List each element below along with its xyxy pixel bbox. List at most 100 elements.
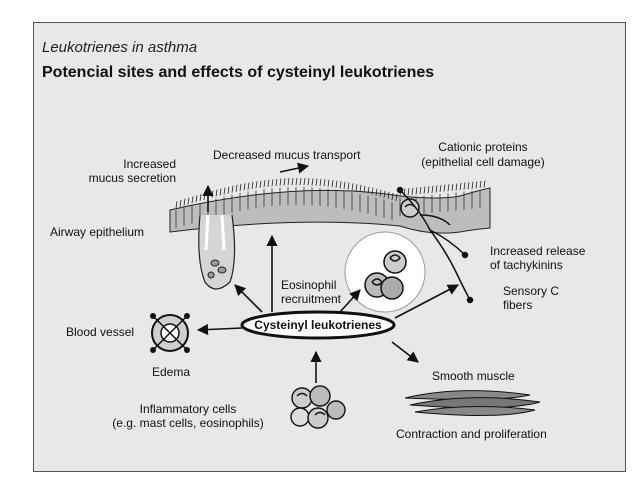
cilium (375, 188, 378, 196)
arrow-gland (234, 284, 263, 313)
cilium (251, 181, 254, 189)
cilium (183, 198, 186, 206)
arrow-eosinophil (339, 289, 361, 313)
cilium (335, 180, 338, 188)
label-increased-release: Increased release (490, 244, 586, 258)
cilium (247, 182, 250, 190)
arrow-smooth-muscle (391, 341, 419, 363)
cilium (391, 192, 394, 201)
cilium (339, 181, 342, 189)
cilium (447, 184, 450, 192)
cilium (319, 178, 322, 186)
cilium (267, 179, 270, 187)
cilium (263, 180, 266, 188)
cilium (423, 186, 426, 194)
cilium (439, 184, 442, 193)
cilium (331, 180, 334, 188)
slide-title: Potencial sites and effects of cysteinyl… (42, 64, 435, 81)
cilium (379, 189, 382, 197)
cilium (215, 189, 218, 197)
cilium (295, 177, 298, 186)
label-sensory-c: Sensory C (503, 284, 560, 298)
cilium (483, 180, 486, 188)
label-cationic-proteins: Cationic proteins (438, 140, 528, 154)
cilium (211, 190, 214, 198)
inflammatory-cells (290, 385, 346, 429)
smooth-muscle (404, 390, 541, 417)
cilium (347, 182, 350, 190)
cilium (435, 185, 438, 193)
cilium (307, 178, 310, 186)
cilium (287, 178, 290, 186)
label-epithelial-damage: (epithelial cell damage) (421, 155, 545, 169)
cilium (275, 178, 278, 186)
cilium (327, 179, 330, 187)
cilium (279, 178, 282, 186)
cilium (227, 186, 230, 194)
cysteinyl-leukotrienes-label: Cysteinyl leukotrienes (254, 318, 382, 332)
cilium (395, 194, 398, 202)
cilium (179, 199, 182, 207)
label-mucus-secretion: mucus secretion (88, 171, 176, 185)
label-airway-epithelium: Airway epithelium (50, 225, 145, 239)
cilium (431, 185, 434, 193)
cilium (359, 184, 362, 193)
arrow-mucus-transport (279, 162, 310, 174)
cilium (475, 181, 478, 189)
cilium (343, 181, 346, 189)
label-increased: Increased (123, 157, 176, 171)
effect-arrows (196, 162, 459, 383)
cilium (191, 196, 194, 204)
label-tachykinins: of tachykinins (490, 258, 563, 272)
label-eosinophil: Eosinophil (281, 278, 337, 292)
cilium (355, 184, 358, 192)
cilium (463, 182, 466, 190)
blood-vessel (150, 313, 190, 353)
cationic-protein-cell (400, 198, 420, 218)
label-recruitment: recruitment (281, 292, 342, 306)
cilium (315, 178, 318, 186)
cilium (187, 197, 190, 205)
cilium (199, 193, 202, 202)
cilium (311, 178, 314, 186)
cilium (175, 201, 178, 209)
label-contraction-proliferation: Contraction and proliferation (396, 427, 547, 441)
cysteinyl-leukotrienes-node (240, 310, 396, 340)
sensory-fibers (396, 186, 474, 304)
cilium (363, 185, 366, 193)
label-edema: Edema (152, 365, 191, 379)
arrow-blood-vessel (196, 323, 243, 336)
cilium (219, 188, 222, 196)
label-fibers: fibers (503, 298, 533, 312)
cilium (351, 183, 354, 191)
cilium (455, 183, 458, 191)
cilium (467, 182, 470, 190)
cilium (415, 187, 418, 195)
cilium (291, 178, 294, 186)
cilium (235, 184, 238, 192)
label-inflammatory-cells: Inflammatory cells (139, 402, 237, 416)
cilium (371, 187, 374, 195)
label-smooth-muscle: Smooth muscle (432, 369, 515, 383)
cilium (407, 188, 410, 196)
eosinophil-cluster (344, 231, 426, 313)
cilium (203, 192, 206, 200)
cilium (471, 181, 474, 189)
cilium (239, 183, 242, 192)
cilium (323, 179, 326, 187)
cilium (223, 187, 226, 195)
mucus-gland (198, 214, 236, 290)
cilium (299, 177, 302, 186)
cilium (479, 180, 482, 189)
cilium (271, 179, 274, 187)
label-decreased-mucus-transport: Decreased mucus transport (213, 148, 361, 162)
cilium (283, 178, 286, 186)
cilium (303, 178, 306, 186)
cilium (443, 184, 446, 192)
cilium (231, 185, 234, 193)
label-inflammatory-examples: (e.g. mast cells, eosinophils) (112, 416, 264, 430)
cilium (367, 186, 370, 194)
label-blood-vessel: Blood vessel (66, 325, 135, 339)
cilium (383, 190, 386, 198)
